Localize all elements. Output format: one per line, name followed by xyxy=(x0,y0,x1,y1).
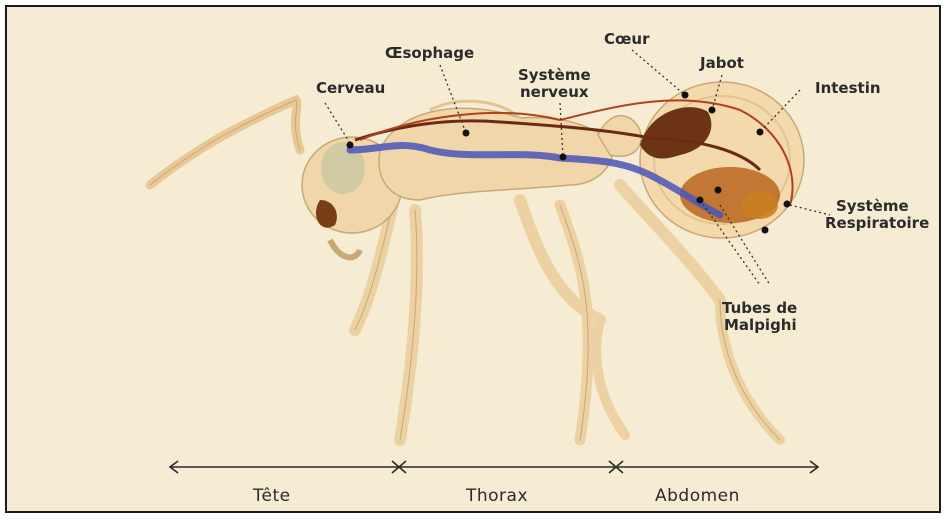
label-systeme-nerveux-1: Système xyxy=(518,67,591,84)
label-systeme-respiratoire-1: Système xyxy=(836,198,909,215)
segment-axis xyxy=(170,461,818,473)
label-cerveau: Cerveau xyxy=(316,80,385,97)
label-systeme-nerveux-2: nerveux xyxy=(520,84,589,101)
antenna xyxy=(150,100,300,185)
label-systeme-respiratoire-2: Respiratoire xyxy=(825,215,929,232)
segment-thorax: Thorax xyxy=(466,486,528,506)
segment-tete: Tête xyxy=(253,486,291,506)
label-tubes-malpighi-2: Malpighi xyxy=(724,317,797,334)
label-intestin: Intestin xyxy=(815,80,881,97)
label-tubes-malpighi-1: Tubes de xyxy=(722,300,797,317)
label-jabot: Jabot xyxy=(700,55,744,72)
label-oesophage: Œsophage xyxy=(385,45,474,62)
label-coeur: Cœur xyxy=(604,31,650,48)
segment-abdomen: Abdomen xyxy=(655,486,740,506)
